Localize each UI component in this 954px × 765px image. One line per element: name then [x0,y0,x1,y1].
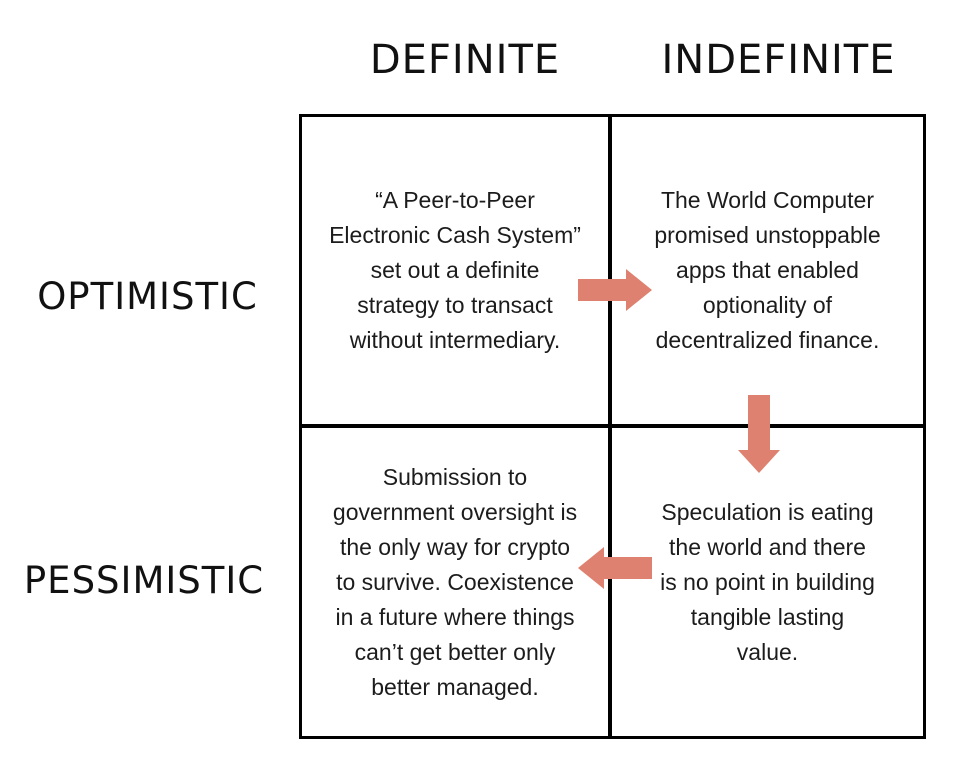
arrow-left-shape [578,547,652,589]
row-header-optimistic: OPTIMISTIC [37,275,258,318]
quadrant-definite-optimistic: “A Peer-to-Peer Electronic Cash System” … [302,117,612,428]
quadrant-definite-pessimistic-text: Submission to government oversight is th… [332,463,578,700]
arrow-right-shape [578,269,652,311]
quadrant-indefinite-optimistic-text: The World Computer promised unstoppable … [654,187,881,353]
row-header-pessimistic: PESSIMISTIC [23,559,265,602]
column-header-definite: DEFINITE [369,37,561,83]
quadrant-indefinite-pessimistic: Speculation is eating the world and ther… [612,428,923,736]
arrow-right-icon [578,269,652,311]
arrow-down-icon [738,395,780,473]
matrix-grid: “A Peer-to-Peer Electronic Cash System” … [299,114,926,739]
quadrant-indefinite-pessimistic-text: Speculation is eating the world and ther… [660,498,875,665]
quadrant-indefinite-optimistic: The World Computer promised unstoppable … [612,117,923,428]
quadrant-definite-pessimistic: Submission to government oversight is th… [302,428,612,736]
quadrant-definite-optimistic-text: “A Peer-to-Peer Electronic Cash System” … [329,187,581,353]
arrow-left-icon [578,547,652,589]
arrow-down-shape [738,395,780,473]
column-header-indefinite: INDEFINITE [661,37,896,83]
